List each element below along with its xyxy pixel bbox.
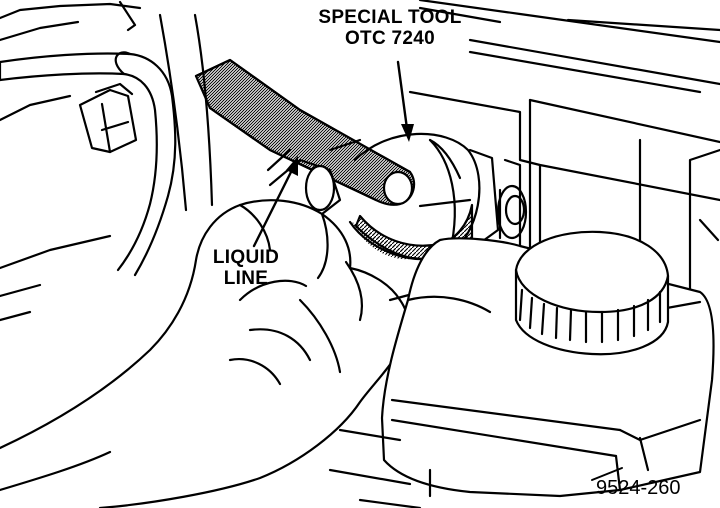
liquid-line-label-line2: LINE: [223, 267, 269, 289]
special-tool-label: SPECIAL TOOL OTC 7240: [302, 7, 478, 49]
bolt: [496, 158, 528, 272]
hand: [0, 199, 436, 508]
wrench-handle: [194, 58, 416, 206]
liquid-line-label-line1: LIQUID: [212, 247, 280, 268]
liquid-line-arrowhead: [286, 156, 298, 176]
special-tool-label-line2: OTC 7240: [344, 27, 436, 49]
liquid-line-label: LIQUID LINE: [196, 247, 296, 289]
body-panel: [408, 90, 720, 302]
reservoir-cap: [514, 230, 670, 356]
figure-number: 9524-260: [596, 477, 681, 499]
special-tool-arrowhead: [401, 124, 414, 142]
lower-lines: [328, 428, 422, 508]
background-lines: [0, 0, 720, 322]
leader-lines: [252, 60, 623, 481]
hose-clip: [78, 82, 138, 154]
background-bracket: [0, 0, 142, 122]
special-tool-label-line1: SPECIAL TOOL: [318, 7, 462, 28]
